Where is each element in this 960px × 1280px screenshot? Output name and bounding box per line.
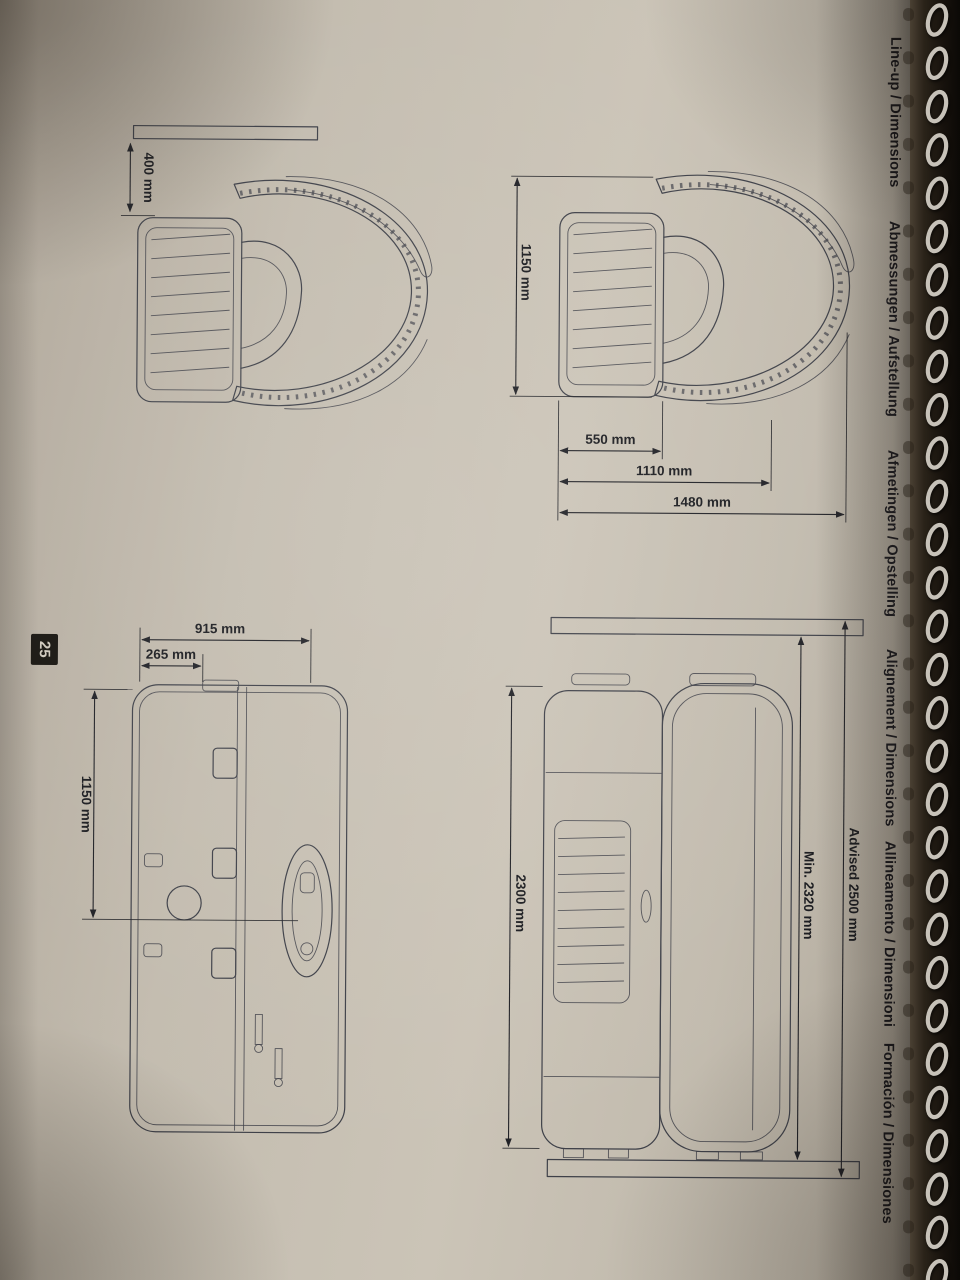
dim-label-total-width: 1480 mm (673, 494, 731, 509)
header-spanish: Formación / Dimensiones (878, 1042, 897, 1224)
hinge (211, 947, 237, 979)
dim-label-body-width: 1110 mm (636, 463, 692, 478)
canopy-front (659, 682, 794, 1153)
dim-label-depth: 1150 mm (518, 244, 533, 301)
diagram-plan-view: 915 mm 265 mm 1150 mm (79, 621, 349, 1134)
hinge (211, 847, 238, 879)
diagram-side-view-dimensions: 1150 mm 550 mm 1110 mm 1480 mm (509, 170, 855, 523)
dim-label-hinge-offset: 265 mm (146, 647, 196, 662)
page-number-badge: 25 (30, 633, 59, 666)
header-italian: Allineamento / Dimensioni (880, 840, 898, 1028)
diagram-front-view: 2300 mm Min. 2320 mm Advised 2500 mm (502, 616, 864, 1180)
binding-coils (903, 3, 949, 1280)
dim-label-front-height: 2300 mm (513, 874, 528, 932)
wall-bar-top (550, 616, 864, 637)
dim-label-advised-clearance: Advised 2500 mm (846, 828, 862, 942)
hinge (212, 747, 238, 779)
dim-label-min-clearance: Min. 2320 mm (801, 851, 817, 940)
base-front (541, 690, 664, 1150)
dim-label-base-width: 550 mm (585, 432, 635, 447)
dim-label-wall-clearance: 400 mm (141, 152, 156, 202)
dim-label-plan-depth: 1150 mm (79, 776, 94, 833)
fan-vent (166, 885, 202, 921)
wall-bar-bottom (546, 1158, 860, 1180)
page-number: 25 (35, 641, 53, 658)
dim-label-plan-width: 915 mm (195, 621, 245, 636)
control-panel (281, 844, 333, 978)
wall-bar (132, 124, 319, 141)
diagram-side-view-wall: 400 mm (120, 124, 433, 410)
